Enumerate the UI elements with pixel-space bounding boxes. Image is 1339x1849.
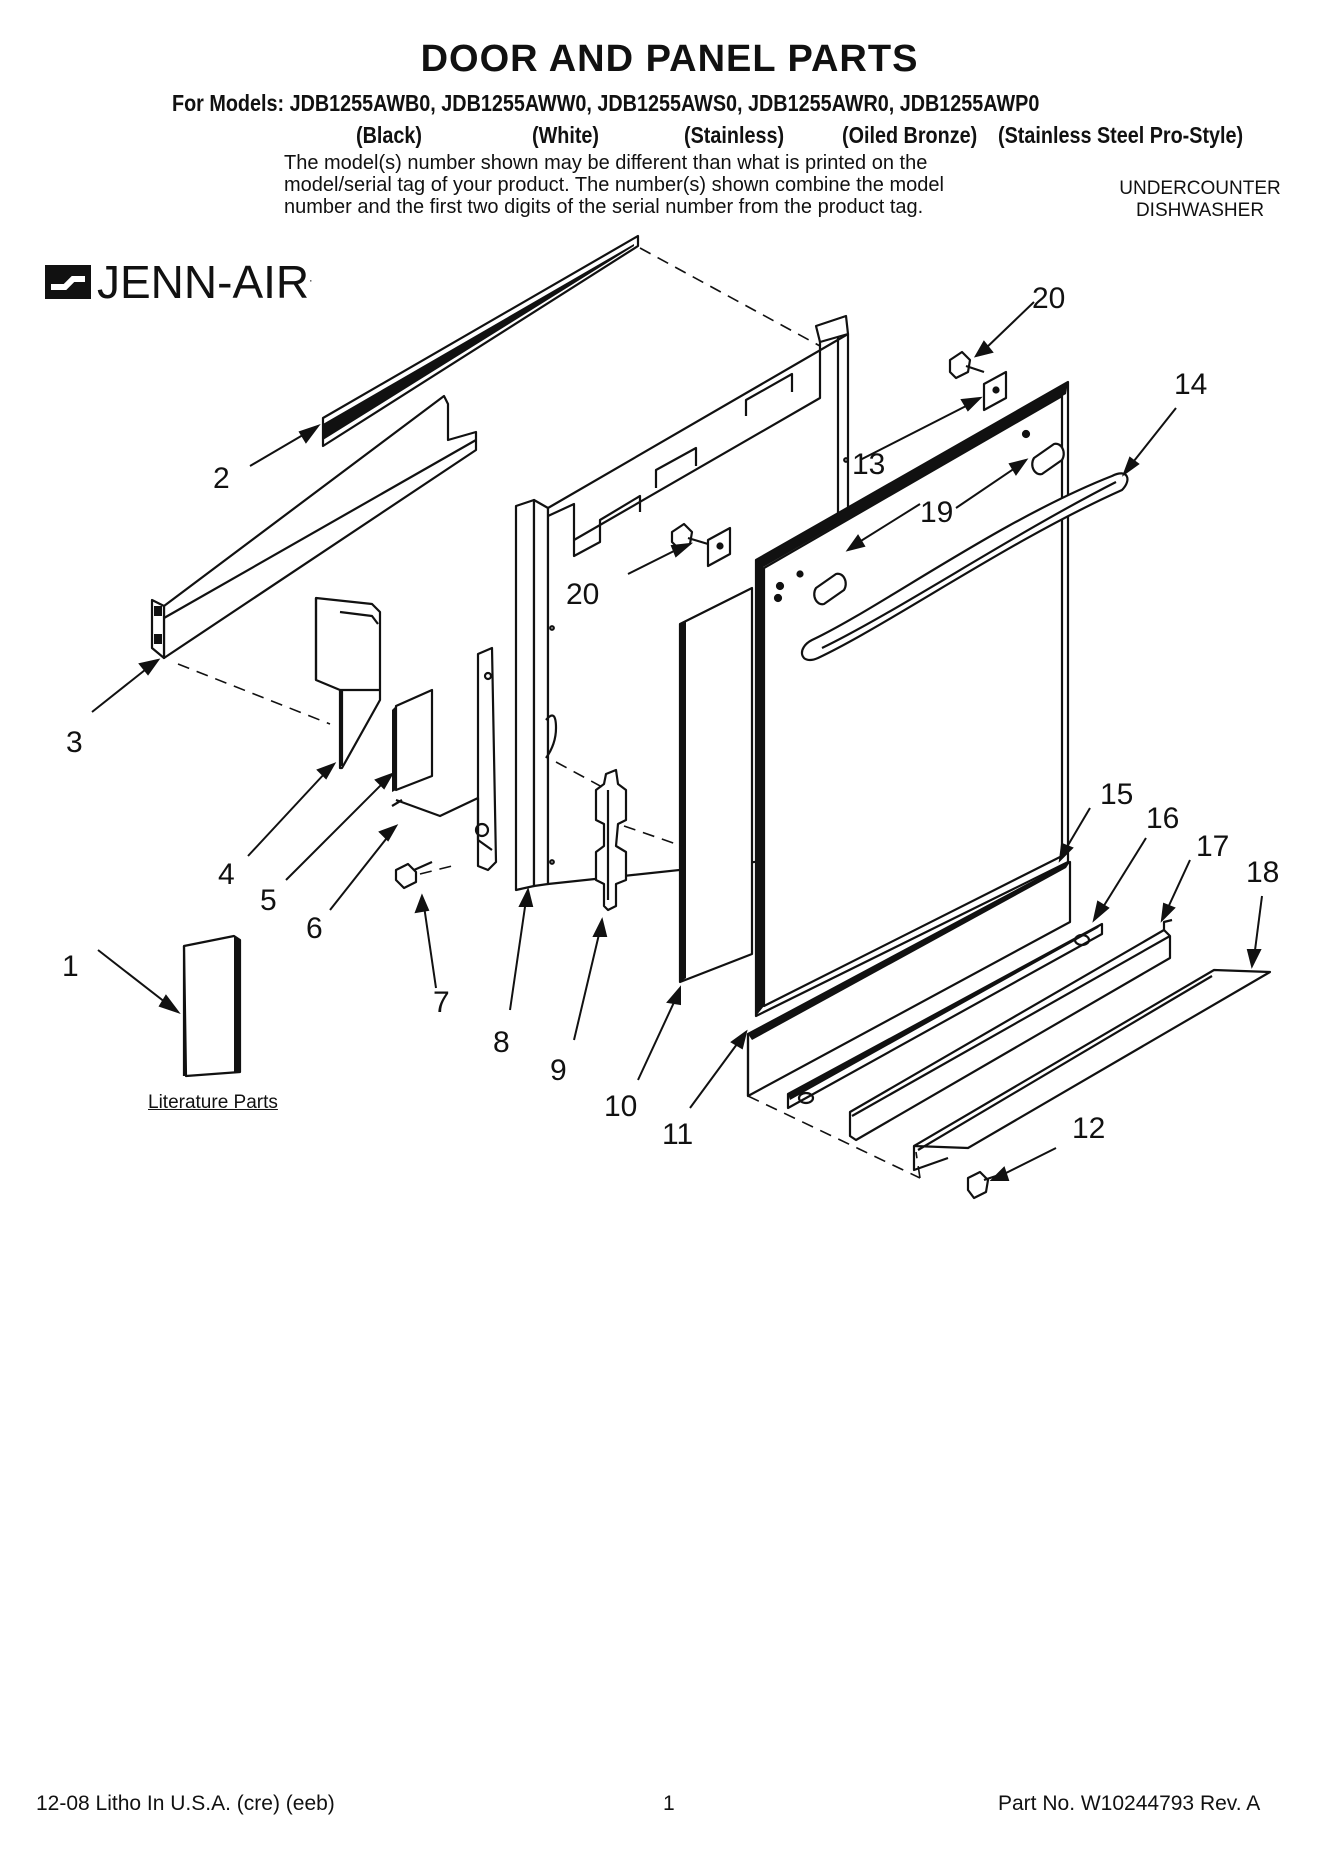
callout-2: 2: [213, 462, 230, 495]
callout-6: 6: [306, 912, 323, 945]
disclaimer-line: model/serial tag of your product. The nu…: [284, 174, 944, 196]
product-type-line: UNDERCOUNTER: [1119, 178, 1281, 199]
part-17-toe-frame: [848, 918, 1173, 1142]
callout-leaders: [91, 301, 1263, 1181]
disclaimer-line: The model(s) number shown may be differe…: [284, 152, 928, 174]
finish-white: (White): [532, 122, 600, 148]
part-16-kick-strip: [786, 922, 1104, 1110]
part-2-top-trim: [321, 234, 640, 448]
callout-10: 10: [604, 1090, 638, 1123]
callout-17: 17: [1196, 830, 1230, 863]
callout-5: 5: [260, 884, 277, 917]
callout-19: 19: [920, 496, 954, 529]
callout-4: 4: [218, 858, 235, 891]
product-type-line: DISHWASHER: [1135, 200, 1265, 221]
callout-7: 7: [433, 986, 450, 1019]
footer-part-number: Part No. W10244793 Rev. A: [998, 1792, 1261, 1815]
callout-20-left: 20: [566, 578, 600, 611]
callout-12: 12: [1072, 1112, 1106, 1145]
part-20-screws: [670, 350, 985, 550]
callout-20-top: 20: [1032, 282, 1066, 315]
finish-stainless: (Stainless): [684, 122, 785, 148]
callout-8: 8: [493, 1026, 510, 1059]
part-6-hinge-bracket: [391, 646, 498, 872]
footer-page-number: 1: [663, 1792, 675, 1815]
footer-print-info: 12-08 Litho In U.S.A. (cre) (eeb): [36, 1792, 335, 1815]
finish-black: (Black): [356, 122, 422, 148]
part-3-inner-panel: [150, 394, 478, 660]
part-1-literature: [182, 934, 242, 1078]
part-5-pad: [392, 688, 434, 792]
callout-3: 3: [66, 726, 83, 759]
models-line: For Models: JDB1255AWB0, JDB1255AWW0, JD…: [172, 90, 1040, 116]
part-9-hinge-strip: [594, 768, 628, 912]
product-type: UNDERCOUNTER DISHWASHER: [1090, 178, 1310, 222]
part-18-bottom-tray: [912, 968, 1272, 1172]
part-7-screw: [394, 860, 433, 890]
callout-11: 11: [662, 1118, 694, 1151]
part-4-foam-block: [314, 596, 382, 770]
assembly-guides: [177, 247, 921, 1179]
page-title: DOOR AND PANEL PARTS: [420, 38, 919, 80]
disclaimer-line: number and the first two digits of the s…: [284, 196, 924, 218]
part-14-handle: [801, 472, 1129, 661]
part-19-standoffs: [813, 442, 1065, 606]
callout-18: 18: [1246, 856, 1280, 889]
brand-logo: JENN-AIR.: [45, 255, 312, 309]
part-15-toe-panel: [746, 860, 1072, 1098]
brand-mark-icon: [45, 265, 91, 299]
callout-9: 9: [550, 1054, 567, 1087]
part-13-brackets: [706, 370, 1008, 568]
finish-pro-style: (Stainless Steel Pro-Style): [998, 122, 1244, 148]
literature-parts-label: Literature Parts: [148, 1092, 278, 1113]
callout-14: 14: [1174, 368, 1208, 401]
callout-16: 16: [1146, 802, 1180, 835]
model-disclaimer: The model(s) number shown may be differe…: [284, 152, 1064, 218]
callout-15: 15: [1100, 778, 1134, 811]
brand-name: JENN-AIR.: [97, 256, 313, 308]
callout-1: 1: [62, 950, 79, 983]
callout-13: 13: [852, 448, 886, 481]
finish-oiled-bronze: (Oiled Bronze): [842, 122, 978, 148]
part-10-door-panel: [678, 586, 754, 984]
